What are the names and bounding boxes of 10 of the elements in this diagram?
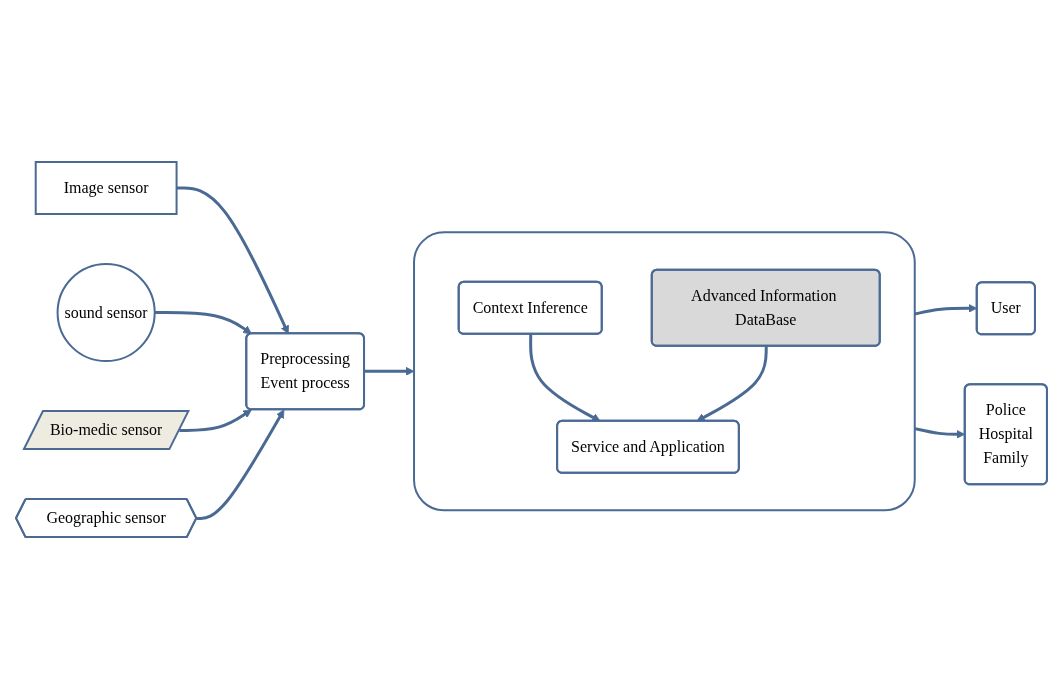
node-box: Image sensor [34, 161, 178, 216]
arrow [528, 334, 601, 423]
node-circle: sound sensor [56, 263, 156, 363]
arrow [196, 409, 284, 521]
cluster [412, 231, 916, 512]
arrow [178, 409, 252, 433]
arrow [176, 186, 289, 335]
arrow [695, 346, 768, 423]
arrow [154, 311, 252, 335]
arrow [363, 367, 414, 377]
